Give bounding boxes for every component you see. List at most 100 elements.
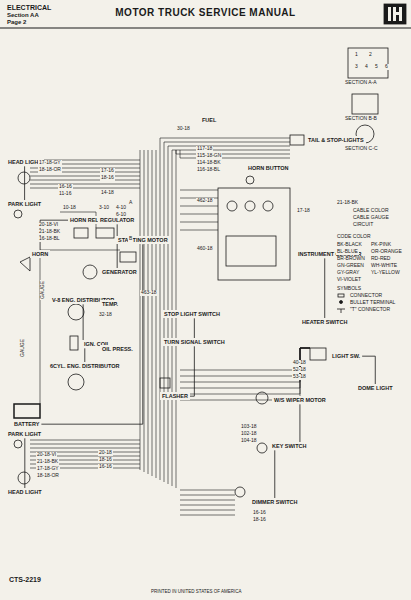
wire <box>164 142 290 150</box>
wire-label: GY-GRAY <box>336 270 360 276</box>
wire-label: BK-BLACK <box>336 242 363 248</box>
wire-label: 18-18-OR <box>36 473 60 479</box>
wire <box>180 490 235 491</box>
horn-symbol <box>20 257 30 271</box>
wire-label: B <box>128 236 133 242</box>
ih-logo <box>384 4 406 24</box>
wire-label: PK-PINK <box>370 242 392 248</box>
component-name: HORN <box>32 251 48 257</box>
wire-connector <box>24 166 25 200</box>
battery-symbol <box>14 404 40 418</box>
wire <box>180 348 310 400</box>
wire-label: 1 <box>354 52 359 58</box>
component-name: DOME LIGHT <box>358 385 393 391</box>
wire <box>30 440 140 441</box>
wire <box>180 348 310 376</box>
wire-label: 3 <box>354 64 359 70</box>
component-label: GENERATOR <box>100 268 139 276</box>
legend-entry: CONNECTOR <box>350 292 382 298</box>
wire-label: 20-18 <box>98 450 113 456</box>
wire-label: 4-10 <box>115 205 127 211</box>
wire-label: 53-18 <box>292 374 307 380</box>
wire-label: 2 <box>368 52 373 58</box>
component-name: TEMP. <box>102 301 118 307</box>
legend-entry: "T" CONNECTOR <box>350 306 390 312</box>
wire <box>30 184 140 185</box>
component-name: 6CYL. ENG. DISTRIBUTOR <box>50 363 120 369</box>
wire-label: RD-RED <box>370 256 391 262</box>
wire-label: BR-BROWN <box>336 256 366 262</box>
component-name: FLASHER <box>162 393 188 399</box>
connector-symbol <box>338 294 344 297</box>
component-label: PARK LIGHT <box>6 430 43 438</box>
wire-label: 463-18 <box>140 290 158 296</box>
wire-label: ELECTRICAL <box>6 4 52 12</box>
wire-connector <box>83 304 84 340</box>
wire-label: 20-18-VI <box>36 452 57 458</box>
wire <box>180 505 235 506</box>
wire-label: 18-16 <box>100 175 115 181</box>
wire-label: GAUGE <box>20 338 26 358</box>
wire-label: 17-18-GY <box>36 466 60 472</box>
wire-label: CTS-2219 <box>8 576 42 584</box>
wire-label: 10-18 <box>62 205 77 211</box>
wire <box>180 348 310 388</box>
component-name: DIMMER SWITCH <box>252 499 298 505</box>
component-name: TAIL & STOP-LIGHTS <box>308 137 364 143</box>
wire-label: 16-16 <box>58 184 73 190</box>
component-name: GENERATOR <box>102 269 137 275</box>
wire <box>176 150 177 488</box>
wire <box>180 214 218 215</box>
component-label: DOME LIGHT <box>356 384 395 392</box>
component-label: 6CYL. ENG. DISTRIBUTOR <box>48 362 122 370</box>
horn-button-symbol <box>246 176 254 184</box>
wire-connector <box>274 450 275 498</box>
coil-symbol <box>70 336 78 350</box>
wire-label: 18-16 <box>252 517 267 523</box>
wire-label: 14-18 <box>100 190 115 196</box>
wire-connector <box>84 348 85 362</box>
wire <box>156 150 157 478</box>
wire <box>180 510 235 511</box>
wire-label: 4 <box>364 64 369 70</box>
wire <box>148 150 149 474</box>
wire-label: 21-18-BK <box>38 229 61 235</box>
component-name: W/S WIPER MOTOR <box>274 397 326 403</box>
parklight-symbol <box>14 440 22 448</box>
component-label: BATTERY <box>12 420 41 428</box>
component-label: LIGHT SW. <box>330 352 362 360</box>
distributor-symbol <box>68 304 84 320</box>
component-label: W/S WIPER MOTOR <box>272 396 328 404</box>
relay-symbol <box>74 228 88 238</box>
wire <box>180 222 218 223</box>
section-b-connector <box>352 94 378 114</box>
component-name: HEATER SWITCH <box>302 319 347 325</box>
wire <box>144 150 145 472</box>
bullet-symbol <box>340 301 343 304</box>
component-label: KEY SWITCH <box>270 442 308 450</box>
wire <box>180 348 310 370</box>
t-connector-symbol <box>337 309 345 313</box>
wire <box>30 176 140 177</box>
wire-label: OR-ORANGE <box>370 249 403 255</box>
wire-label: YL-YELLOW <box>370 270 401 276</box>
regulator-symbol <box>96 228 114 238</box>
component-name: TURN SIGNAL SWITCH <box>164 339 225 345</box>
section-a-connector <box>348 48 388 78</box>
generator-symbol <box>83 265 97 279</box>
wire-label: 18-16 <box>98 457 113 463</box>
component-label: TURN SIGNAL SWITCH <box>162 338 227 346</box>
wire-label: 3-10 <box>98 205 110 211</box>
wire-label: SYMBOLS <box>336 286 362 292</box>
wire-label: 30-18 <box>176 126 191 132</box>
wire-label: CIRCUIT <box>352 222 374 228</box>
component-name: HORN BUTTON <box>248 165 289 171</box>
wire-connector <box>24 438 25 488</box>
wire <box>30 444 140 445</box>
page-title: MOTOR TRUCK SERVICE MANUAL <box>0 7 411 18</box>
component-label: PARK LIGHT <box>6 200 43 208</box>
component-name: STOP LIGHT SWITCH <box>164 311 220 317</box>
component-label: STARTING MOTOR <box>116 236 170 244</box>
wire <box>152 150 153 476</box>
wire-label: 16-16 <box>98 464 113 470</box>
